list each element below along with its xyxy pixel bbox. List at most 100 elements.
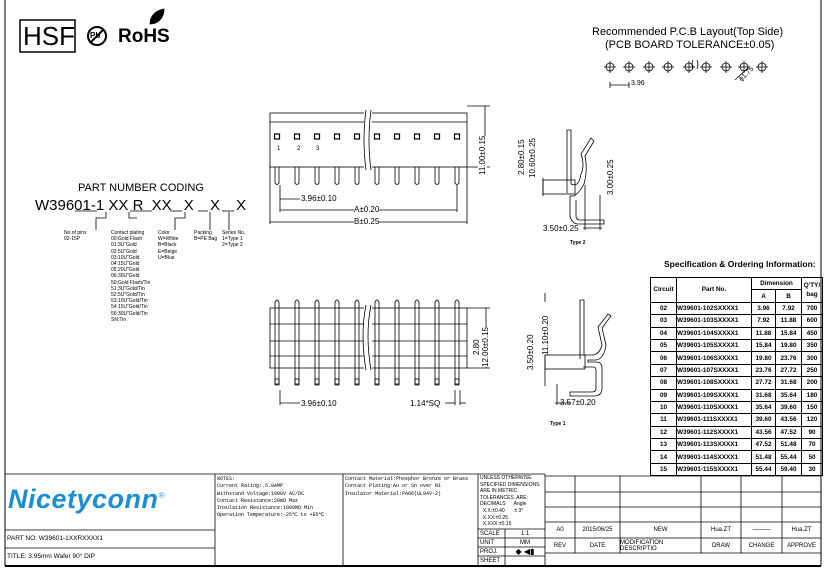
pin	[354, 167, 360, 185]
part-no-cell: W39601-109SXXXX1	[676, 388, 752, 402]
circuit-cell: 07	[650, 363, 677, 378]
pin-hole	[293, 133, 301, 140]
unit-label: UNIT	[480, 539, 494, 546]
dim-b-cell: 31.68	[775, 376, 802, 390]
text-line: ARE IN METRIC	[480, 488, 518, 495]
pin	[374, 299, 380, 386]
pin	[454, 167, 460, 185]
pin	[434, 167, 440, 185]
dim-a-cell: 39.60	[751, 413, 776, 427]
text-line: Contact Resistance:20mΩ Max	[217, 497, 299, 504]
qty-cell: 180	[801, 388, 823, 402]
dim-a-cell: 15.84	[751, 338, 776, 353]
text-line: No.of pins	[64, 230, 87, 236]
header-circuit: Circuit	[650, 277, 677, 303]
text-line: DECIMALS Angle	[480, 501, 527, 508]
materials: Contact Material:Phosphor Bronze or Bras…	[345, 476, 468, 498]
code-color: X	[183, 197, 194, 214]
text-line: 05:20U"Gold	[111, 267, 140, 274]
pin-tip	[394, 378, 400, 385]
part-no-cell: W39601-111SXXXX1	[676, 413, 752, 427]
circuit-cell: 13	[650, 438, 677, 452]
text-line: Series No.	[222, 230, 246, 236]
qty-cell: 70	[801, 438, 823, 452]
pin-tip	[294, 378, 300, 385]
dim-b-cell: 19.80	[775, 338, 802, 353]
part-no: PART NO: W39601-1XXRXXXX1	[7, 535, 104, 542]
dim-a-cell: 27.72	[751, 376, 776, 390]
type2-side-drawing	[542, 129, 605, 230]
top-view-drawing	[269, 105, 490, 224]
pin-hole	[453, 133, 461, 140]
text-line: Color	[158, 230, 170, 236]
type2-dim-2: 10.60±0.25	[528, 138, 537, 178]
text-line: 1=Type 1	[222, 236, 243, 243]
pin	[434, 299, 440, 386]
pin	[414, 299, 420, 386]
text-line: Current Rating:.5.0AMP	[217, 483, 284, 490]
code-plating: XX	[151, 197, 172, 214]
text-line: 02:5U"Gold	[111, 248, 137, 255]
circuit-cell: 02	[650, 301, 677, 316]
pin-hole	[373, 133, 381, 140]
text-line: UNLESS OTHERWISE	[480, 475, 532, 481]
pin-label-3: 3	[316, 146, 320, 152]
pin	[294, 299, 300, 386]
pin	[394, 167, 400, 185]
pcb-hole-crosshair	[738, 61, 750, 73]
text-line: 03:10U"Gold	[111, 254, 140, 261]
dim-b-cell: 27.72	[775, 363, 802, 378]
pcb-hole-crosshair	[643, 61, 655, 73]
dim-b-cell: 47.52	[775, 425, 802, 440]
brand-name: Nicetyconn	[8, 484, 159, 514]
pin-hole	[313, 133, 321, 140]
drawing-title: TITLE: 3.95mm Wafer 90° DIP	[7, 553, 95, 560]
qty-cell: 600	[801, 314, 823, 328]
dim-a-cell: 55.44	[751, 462, 776, 477]
text-line: X.X:±0.40 ± 3°	[480, 507, 524, 514]
brand-logo: Nicetyconn®	[8, 484, 165, 515]
change-header: CHANGE	[748, 542, 775, 549]
draw-header: DRAW	[711, 542, 731, 549]
qty-cell: 200	[801, 376, 823, 390]
text-line: 56:30U"Gold/Tin	[111, 310, 148, 317]
qty-cell: 700	[801, 301, 823, 316]
type1-side-drawing	[544, 293, 612, 405]
pin-tip	[334, 378, 340, 385]
circuit-cell: 06	[650, 351, 677, 365]
type1-dim-1: 3.50±0.20	[526, 334, 535, 370]
header-qty: Q'TY/ bag	[801, 277, 823, 303]
text-line: 52:5U"Gold/Tin	[111, 292, 145, 299]
text-line: Withstand Voltage:1000V AC/DC	[217, 490, 305, 497]
dim-a-cell: 35.64	[751, 400, 776, 415]
dim-b-cell: 43.56	[775, 413, 802, 427]
dim-b-cell: 55.44	[775, 450, 802, 464]
dim-a-cell: 51.48	[751, 450, 776, 464]
dim-b-cell: 39.60	[775, 400, 802, 415]
pin	[414, 167, 420, 185]
text-line: 04:15U"Gold	[111, 261, 140, 268]
code-packing: X	[209, 197, 220, 214]
scale-value: 1:1	[520, 530, 530, 537]
text-line: Operation Temperature:-25℃ to +85℃	[217, 512, 325, 519]
pin	[274, 299, 280, 386]
pin	[454, 299, 460, 386]
part-code: W39601-1 XX R XX X X X	[35, 197, 246, 214]
qty-cell: 350	[801, 338, 823, 353]
circuit-cell: 09	[650, 388, 677, 402]
text-line: E=Beige	[158, 248, 178, 255]
pcb-hole-crosshair	[683, 61, 695, 73]
pcb-layout-title: Recommended P.C.B Layout(Top Side)	[592, 26, 784, 38]
qty-cell: 300	[801, 351, 823, 365]
text-line: B=PE Bag	[194, 236, 218, 243]
pin-label-1: 1	[277, 146, 281, 152]
